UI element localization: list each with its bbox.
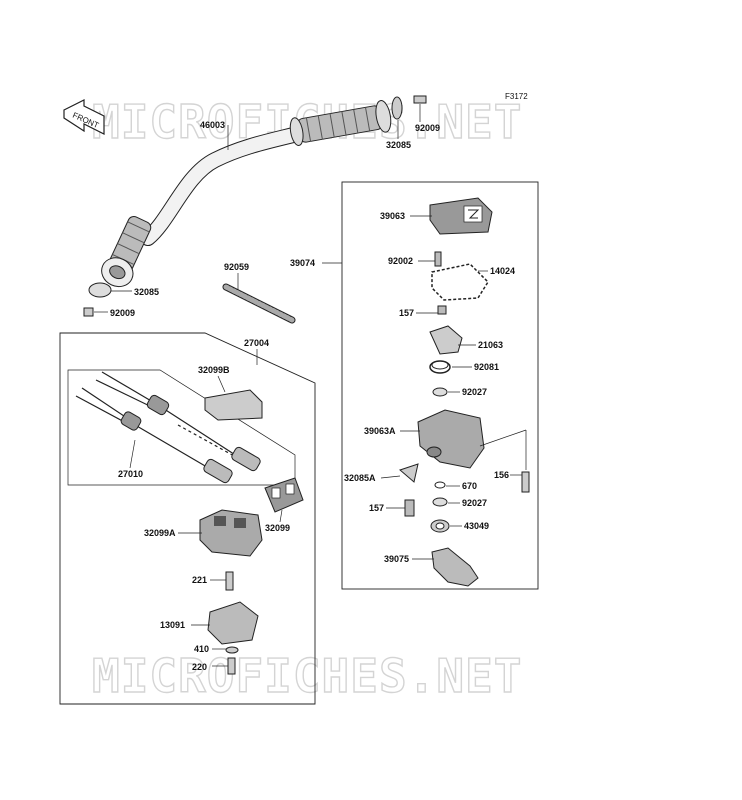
part-label: 32099B <box>198 365 230 375</box>
bolt-icon <box>413 95 427 104</box>
part-label: 13091 <box>160 620 185 630</box>
part-label: 27010 <box>118 469 143 479</box>
clamp-icon <box>207 601 259 645</box>
part-label: 221 <box>192 575 207 585</box>
part-label: 27004 <box>244 338 269 348</box>
switch-housing-icon <box>199 509 263 557</box>
gasket-icon <box>431 263 489 301</box>
part-label: 32099 <box>265 523 290 533</box>
part-label: 156 <box>494 470 509 480</box>
part-label: 21063 <box>478 340 503 350</box>
throttle-cable-icon <box>222 283 296 324</box>
washer-icon <box>432 387 448 397</box>
screw-icon <box>437 305 447 315</box>
assembly-box-right <box>341 181 539 590</box>
part-label: 157 <box>399 308 414 318</box>
washer-icon <box>225 646 239 654</box>
part-label: 32085 <box>134 287 159 297</box>
part-label: 32085A <box>344 473 376 483</box>
screw-icon <box>404 499 415 517</box>
assembly-box-left <box>59 332 316 705</box>
part-label: 670 <box>462 481 477 491</box>
bar-end-cap-icon <box>88 282 112 298</box>
part-label: 157 <box>369 503 384 513</box>
bracket-icon <box>204 389 263 421</box>
part-label: 92027 <box>462 498 487 508</box>
part-label: 92059 <box>224 262 249 272</box>
figure-code: F3172 <box>505 92 528 101</box>
switch-cover-icon <box>429 197 493 235</box>
throttle-lever-icon <box>431 547 479 587</box>
part-label: 14024 <box>490 266 515 276</box>
part-label: 39063 <box>380 211 405 221</box>
washer-icon <box>432 497 448 507</box>
part-label: 43049 <box>464 521 489 531</box>
switch-block-icon <box>264 477 304 513</box>
contact-plate-icon <box>429 325 463 355</box>
handlebar-icon <box>101 100 392 288</box>
part-label: 39074 <box>290 258 315 268</box>
front-arrow-icon: FRONT <box>63 99 105 135</box>
part-label: 46003 <box>200 120 225 130</box>
screw-icon <box>521 471 530 493</box>
wire-harness-icon <box>75 371 246 471</box>
part-label: 92002 <box>388 256 413 266</box>
watermark-bottom: MICROFICHES.NET <box>92 649 522 703</box>
bolt-icon <box>83 307 94 317</box>
part-label: 92081 <box>474 362 499 372</box>
part-label: 92009 <box>415 123 440 133</box>
screw-icon <box>227 657 236 675</box>
part-label: 32085 <box>386 140 411 150</box>
screw-icon <box>225 571 234 591</box>
o-ring-icon <box>434 481 446 489</box>
screw-icon <box>434 251 442 267</box>
part-label: 410 <box>194 644 209 654</box>
part-label: 92009 <box>110 308 135 318</box>
part-label: 220 <box>192 662 207 672</box>
collar-icon <box>399 463 419 483</box>
part-label: 39075 <box>384 554 409 564</box>
part-label: 92027 <box>462 387 487 397</box>
part-label: 32099A <box>144 528 176 538</box>
switch-housing-icon <box>417 409 485 469</box>
part-label: 39063A <box>364 426 396 436</box>
bar-end-cap-icon <box>391 96 403 120</box>
